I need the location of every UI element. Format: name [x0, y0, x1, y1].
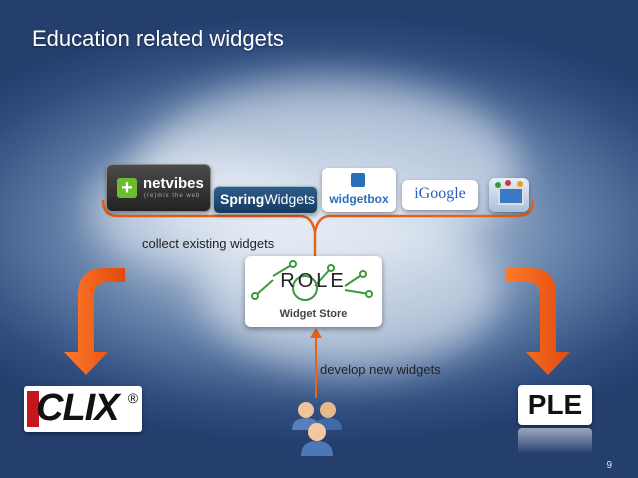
widgetbox-logo: widgetbox [322, 168, 396, 212]
monitor-screen [498, 187, 524, 205]
slide-title: Education related widgets [32, 26, 284, 51]
ple-name: PLE [527, 389, 583, 420]
springwidgets-logo: SpringWidgets [213, 186, 318, 214]
ple-logo: PLE [518, 385, 592, 425]
role-logo-text: ROLE [280, 270, 347, 292]
users-icon [292, 402, 342, 456]
plus-icon: + [117, 178, 137, 198]
springwidgets-name-regular: Widgets [264, 191, 315, 207]
netvibes-name: netvibes [143, 175, 204, 192]
role-network-graphic [251, 260, 373, 301]
clix-logo: CLIX ® [24, 386, 142, 432]
springwidgets-name-bold: Spring [220, 191, 265, 207]
collect-label: collect existing widgets [142, 236, 275, 251]
develop-arrowhead [310, 328, 322, 338]
clix-registered-mark: ® [127, 390, 138, 406]
develop-label: develop new widgets [320, 362, 441, 377]
clix-name: CLIX [36, 387, 120, 429]
widget-dot [505, 180, 511, 186]
igoogle-name: iGoogle [414, 185, 466, 202]
widgetbox-icon [351, 173, 365, 187]
left-arrow [64, 268, 125, 375]
role-store-caption: Widget Store [279, 308, 348, 320]
role-widget-store: ROLE Widget Store [245, 256, 382, 327]
igoogle-logo: iGoogle [402, 180, 478, 210]
widget-dot [495, 182, 501, 188]
widget-monitor-icon [489, 178, 529, 212]
ple-reflection [518, 428, 592, 454]
widgetbox-name: widgetbox [329, 192, 389, 206]
clix-red-bar [27, 391, 39, 427]
netvibes-logo: + netvibes (re)mix the web [106, 164, 211, 212]
page-number: 9 [606, 460, 612, 471]
right-arrow [505, 268, 570, 375]
widget-dot [517, 181, 523, 187]
netvibes-tagline: (re)mix the web [144, 193, 201, 199]
